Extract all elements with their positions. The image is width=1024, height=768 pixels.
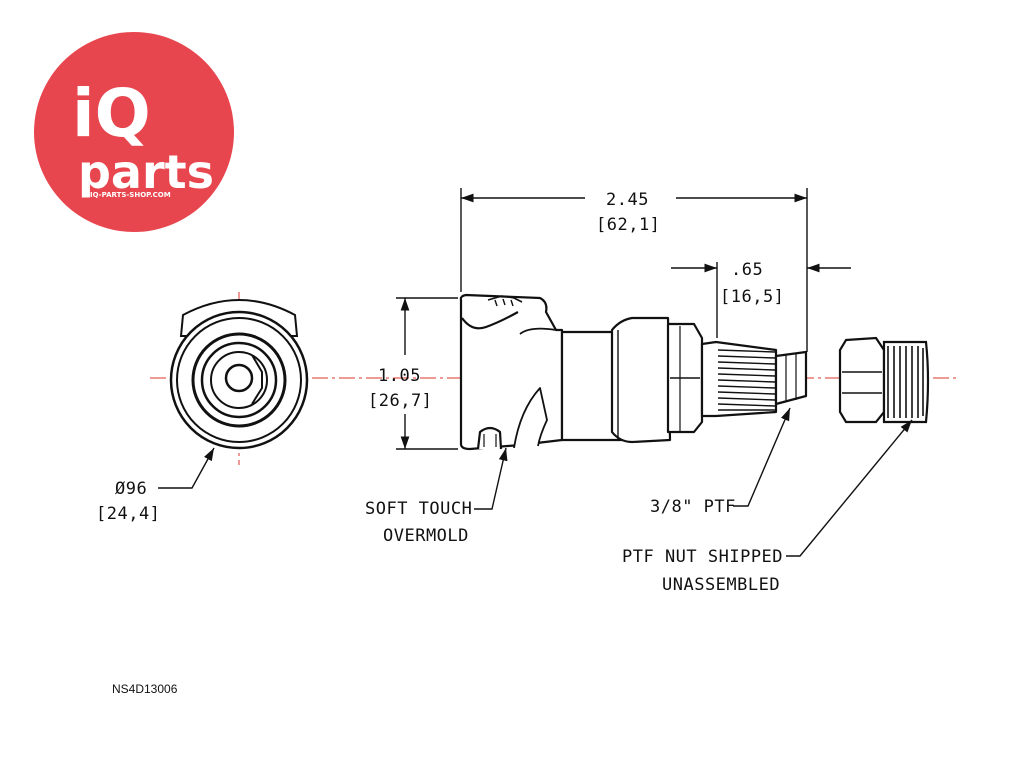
overmold-leader (474, 447, 508, 510)
logo-iq-text: iQ (72, 75, 151, 152)
iq-parts-logo: iQ parts IQ-PARTS-SHOP.COM (34, 32, 234, 232)
nut-leader (786, 419, 913, 557)
nut-label-line1: PTF NUT SHIPPED (622, 547, 783, 567)
dim-height (396, 297, 458, 450)
thread-label: 3/8" PTF (650, 497, 736, 517)
dim-height-mm: [26,7] (368, 391, 432, 411)
dim-height-value: 1.05 (378, 366, 421, 386)
dim-diameter-leader (158, 447, 215, 489)
dim-thread-length-value: .65 (731, 260, 763, 280)
thread-leader (733, 407, 791, 507)
dim-diameter-mm: [24,4] (96, 504, 160, 524)
nut-label-line2: UNASSEMBLED (662, 575, 780, 595)
logo-url-text: IQ-PARTS-SHOP.COM (90, 191, 171, 199)
dim-diameter-value: Ø96 (115, 479, 147, 499)
logo-parts-text: parts (78, 145, 214, 199)
end-view (169, 299, 309, 450)
dim-thread-length (671, 262, 851, 338)
overmold-label-line2: OVERMOLD (383, 526, 469, 546)
dim-overall-length-mm: [62,1] (596, 215, 660, 235)
dim-thread-length-mm: [16,5] (720, 287, 784, 307)
dim-overall-length-value: 2.45 (606, 190, 649, 210)
ptf-nut (838, 336, 930, 424)
part-number: NS4D13006 (112, 682, 178, 696)
overmold-label-line1: SOFT TOUCH (365, 499, 472, 519)
soft-touch-overmold (459, 293, 564, 451)
logo-circle (34, 32, 234, 232)
hose-barb (774, 350, 808, 406)
coupling-body (459, 293, 808, 451)
